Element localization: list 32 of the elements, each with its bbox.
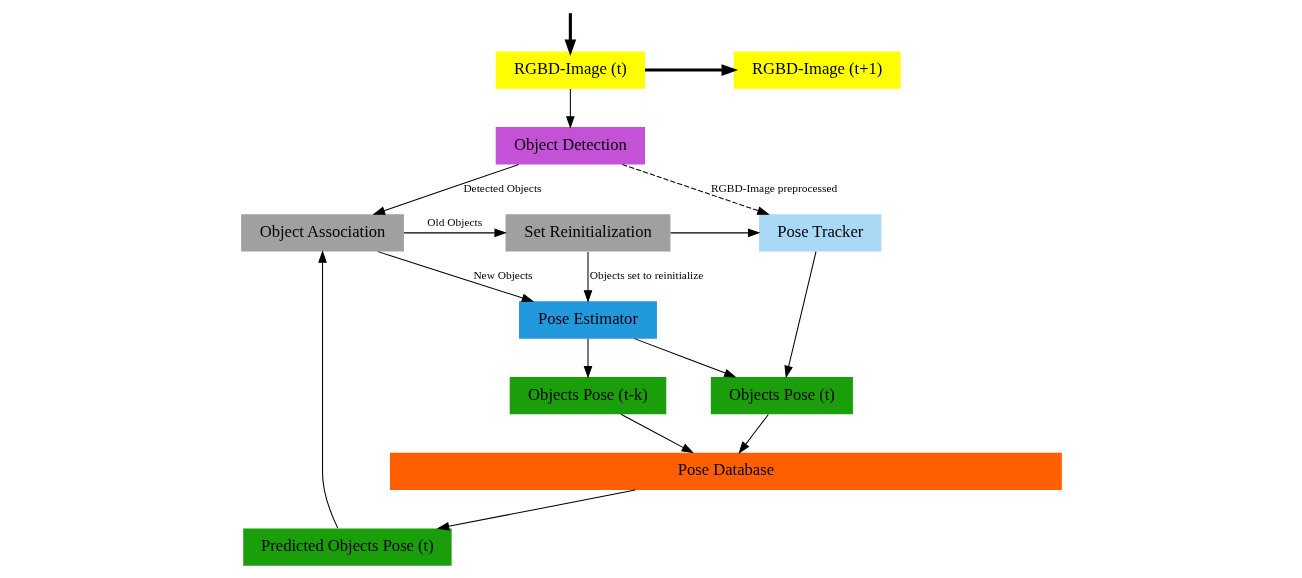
arrow [317, 250, 338, 529]
node-box: RGBD-Image (t+1) [733, 51, 901, 89]
arrow [783, 251, 816, 379]
arrow [644, 64, 738, 76]
node-box: Pose Database [389, 452, 1062, 490]
arrow [669, 228, 760, 238]
edge-label: New Objects [472, 269, 533, 282]
edge-label: Old Objects [426, 216, 482, 229]
arrow [402, 228, 507, 238]
arrow [633, 338, 737, 378]
node-box: Object Association [240, 214, 404, 252]
node-box: Predicted Objects Pose (t) [242, 528, 452, 566]
arrow [436, 489, 636, 531]
node-box: Objects Pose (t) [710, 377, 853, 415]
node-box: RGBD-Image (t) [495, 51, 645, 89]
arrow [620, 413, 694, 454]
arrow [565, 88, 575, 129]
edge-label: Objects set to reinitialize [589, 269, 703, 282]
node-box: Pose Estimator [518, 301, 657, 339]
arrow [564, 13, 576, 57]
arrow [372, 164, 519, 215]
node-box: Set Reinitialization [505, 214, 670, 252]
node-box: Objects Pose (t-k) [509, 377, 666, 415]
arrow [583, 251, 592, 303]
arrow [376, 251, 534, 303]
node-box: Pose Tracker [758, 214, 881, 252]
arrow [737, 414, 769, 454]
node-box: Object Detection [495, 127, 645, 165]
arrow [621, 164, 770, 215]
edge-label: RGBD-Image preprocessed [710, 182, 837, 195]
edge-label: Detected Objects [462, 182, 542, 195]
arrow [583, 338, 592, 379]
